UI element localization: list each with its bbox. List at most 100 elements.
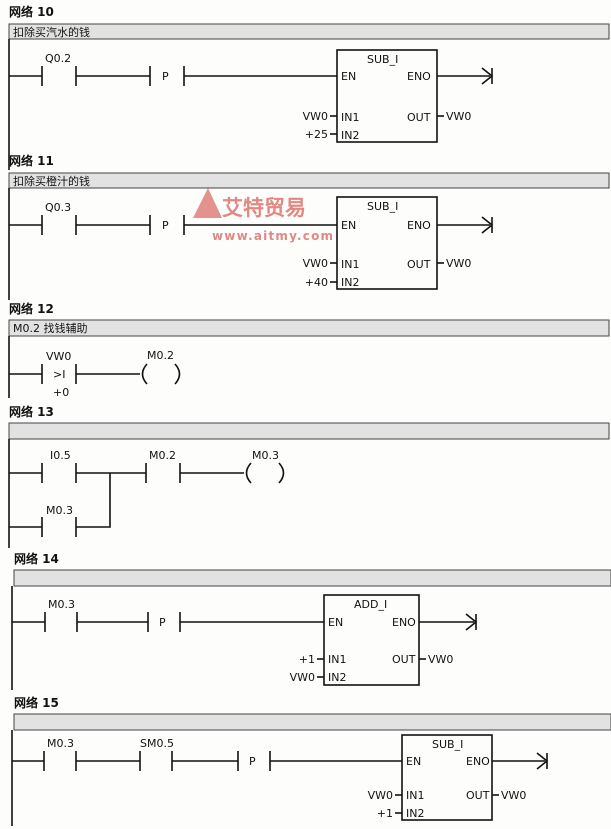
network-15: 网络 15 M0.3 SM0.5 P SUB_I EN ENO IN1 IN2 … — [11, 695, 611, 826]
in1-operand: VW0 — [303, 110, 328, 123]
eno-arrow-icon — [481, 67, 494, 85]
contact-q0-3[interactable] — [41, 215, 77, 235]
edge-label: P — [159, 616, 166, 629]
block-en: EN — [328, 616, 343, 629]
positive-edge-contact[interactable]: P — [147, 612, 181, 632]
network-title: 网络 15 — [14, 695, 59, 710]
contact-i0-5[interactable] — [41, 463, 77, 483]
coil-label: M0.2 — [147, 349, 174, 362]
network-11: 网络 11 扣除买橙汁的钱 Q0.3 P SUB_I EN ENO IN1 IN… — [8, 153, 610, 300]
add-i-block[interactable]: ADD_I EN ENO IN1 IN2 OUT — [323, 594, 420, 686]
in2-operand: +1 — [377, 807, 393, 820]
compare-operator: >I — [53, 368, 65, 381]
eno-arrow-icon — [465, 613, 478, 631]
positive-edge-contact[interactable]: P — [237, 751, 271, 771]
network-14: 网络 14 M0.3 P ADD_I EN ENO IN1 IN2 OUT +1… — [11, 551, 611, 690]
block-in2: IN2 — [406, 807, 424, 820]
contact-label: M0.3 — [46, 504, 73, 517]
contact-label: SM0.5 — [140, 737, 174, 750]
block-en: EN — [341, 70, 356, 83]
sub-i-block[interactable]: SUB_I EN ENO IN1 IN2 OUT — [336, 196, 438, 290]
block-eno: ENO — [407, 219, 431, 232]
network-title: 网络 13 — [9, 404, 54, 419]
edge-label: P — [249, 755, 256, 768]
network-10: 网络 10 扣除买汽水的钱 Q0.2 P SUB_I EN ENO IN1 IN… — [8, 4, 610, 170]
branch-wire — [76, 473, 111, 528]
network-comment: 扣除买汽水的钱 — [13, 25, 90, 39]
compare-operand-bottom: +0 — [53, 386, 69, 399]
in1-operand: VW0 — [303, 257, 328, 270]
network-13: 网络 13 I0.5 M0.3 M0.2 M0.3 — [8, 404, 610, 548]
in1-operand: +1 — [299, 653, 315, 666]
positive-edge-contact[interactable]: P — [149, 215, 185, 235]
contact-m0-3[interactable] — [44, 612, 78, 632]
in1-operand: VW0 — [368, 789, 393, 802]
contact-m0-3-parallel[interactable] — [41, 517, 77, 537]
network-title: 网络 11 — [9, 153, 54, 168]
block-eno: ENO — [407, 70, 431, 83]
network-12: 网络 12 M0.2 找钱辅助 >I VW0 +0 M0.2 — [8, 301, 610, 399]
block-eno: ENO — [392, 616, 416, 629]
compare-contact[interactable]: >I — [41, 364, 77, 384]
edge-label: P — [162, 219, 169, 232]
comment-bar[interactable] — [8, 319, 610, 337]
coil-m0-3[interactable] — [245, 462, 285, 484]
contact-label: I0.5 — [50, 449, 71, 462]
block-eno: ENO — [466, 755, 490, 768]
block-in1: IN1 — [406, 789, 424, 802]
coil-label: M0.3 — [252, 449, 279, 462]
block-en: EN — [406, 755, 421, 768]
watermark-brand: 艾特贸易 — [222, 196, 306, 220]
block-in2: IN2 — [341, 276, 359, 289]
eno-arrow-icon — [536, 752, 549, 770]
block-in1: IN1 — [341, 111, 359, 124]
contact-q0-2[interactable] — [41, 66, 77, 86]
sub-i-block[interactable]: SUB_I EN ENO IN1 IN2 OUT — [401, 734, 493, 821]
block-in1: IN1 — [328, 653, 346, 666]
out-operand: VW0 — [446, 110, 471, 123]
positive-edge-contact[interactable]: P — [149, 66, 185, 86]
network-title: 网络 14 — [14, 551, 59, 566]
contact-m0-3[interactable] — [43, 751, 77, 771]
comment-bar[interactable] — [13, 713, 611, 731]
block-en: EN — [341, 219, 356, 232]
in2-operand: VW0 — [290, 671, 315, 684]
contact-label: Q0.3 — [45, 201, 71, 214]
watermark-url: www.aitmy.com — [212, 229, 334, 243]
in2-operand: +40 — [305, 276, 328, 289]
block-out: OUT — [392, 653, 416, 666]
block-in1: IN1 — [341, 258, 359, 271]
in2-operand: +25 — [305, 128, 328, 141]
network-comment: 扣除买橙汁的钱 — [13, 174, 90, 188]
watermark-logo-icon — [193, 188, 222, 218]
edge-label: P — [162, 70, 169, 83]
compare-operand-top: VW0 — [46, 350, 71, 363]
contact-sm0-5[interactable] — [139, 751, 173, 771]
out-operand: VW0 — [446, 257, 471, 270]
network-comment: M0.2 找钱辅助 — [13, 321, 87, 335]
network-title: 网络 10 — [9, 4, 54, 19]
contact-m0-2[interactable] — [145, 463, 181, 483]
contact-label: Q0.2 — [45, 52, 71, 65]
contact-label: M0.3 — [48, 598, 75, 611]
eno-arrow-icon — [481, 216, 494, 234]
contact-label: M0.3 — [47, 737, 74, 750]
block-name: SUB_I — [367, 53, 398, 66]
sub-i-block[interactable]: SUB_I EN ENO IN1 IN2 OUT — [336, 49, 438, 143]
block-in2: IN2 — [341, 129, 359, 142]
block-out: OUT — [466, 789, 490, 802]
block-name: SUB_I — [367, 200, 398, 213]
comment-bar[interactable] — [13, 569, 611, 587]
block-name: ADD_I — [354, 598, 387, 611]
block-name: SUB_I — [432, 738, 463, 751]
out-operand: VW0 — [501, 789, 526, 802]
contact-label: M0.2 — [149, 449, 176, 462]
block-in2: IN2 — [328, 671, 346, 684]
comment-bar[interactable] — [8, 23, 610, 40]
comment-bar[interactable] — [8, 172, 610, 189]
comment-bar[interactable] — [8, 422, 610, 440]
coil-m0-2[interactable] — [141, 363, 181, 385]
out-operand: VW0 — [428, 653, 453, 666]
